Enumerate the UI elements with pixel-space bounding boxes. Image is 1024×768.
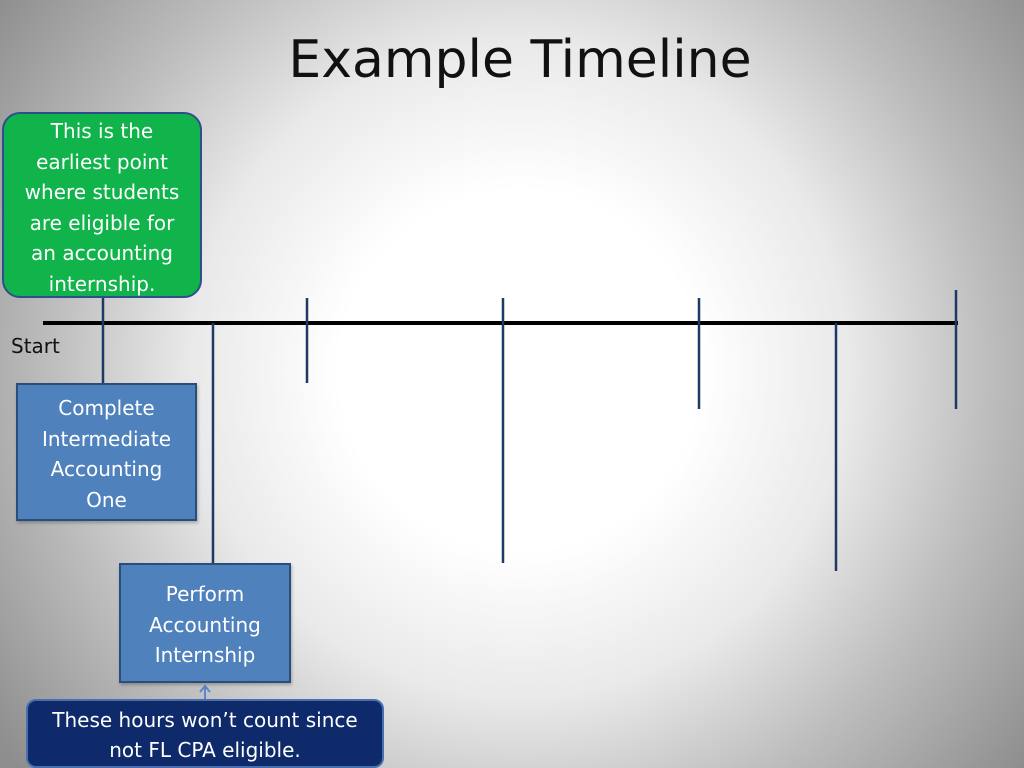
callout-line: internship.	[48, 271, 156, 296]
box-line: Complete	[58, 396, 155, 420]
start-label: Start	[11, 334, 60, 358]
callout-line: are eligible for	[29, 210, 175, 235]
box-line: Perform	[165, 582, 245, 606]
callout-line: an accounting	[31, 241, 173, 265]
note-line: These hours won’t count since	[52, 708, 358, 732]
callout-line: earliest point	[36, 149, 168, 174]
note-arrow-head	[199, 684, 211, 693]
box-line: Intermediate	[41, 426, 172, 451]
hours-note: These hours won’t count since not FL CPA…	[26, 699, 384, 768]
slide-title: Example Timeline	[288, 30, 752, 90]
box-line: Accounting	[50, 457, 163, 481]
complete-intermediate-box: Complete Intermediate Accounting One	[16, 383, 197, 521]
perform-internship-box: Perform Accounting Internship	[119, 563, 291, 683]
callout-line: This is the	[50, 119, 154, 143]
box-line: One	[86, 487, 127, 512]
box-line: Accounting	[149, 612, 261, 637]
earliest-point-callout: This is the earliest point where student…	[2, 112, 202, 298]
note-line: not FL CPA eligible.	[109, 738, 301, 762]
callout-line: where students	[24, 180, 180, 204]
box-line: Internship	[154, 643, 256, 667]
